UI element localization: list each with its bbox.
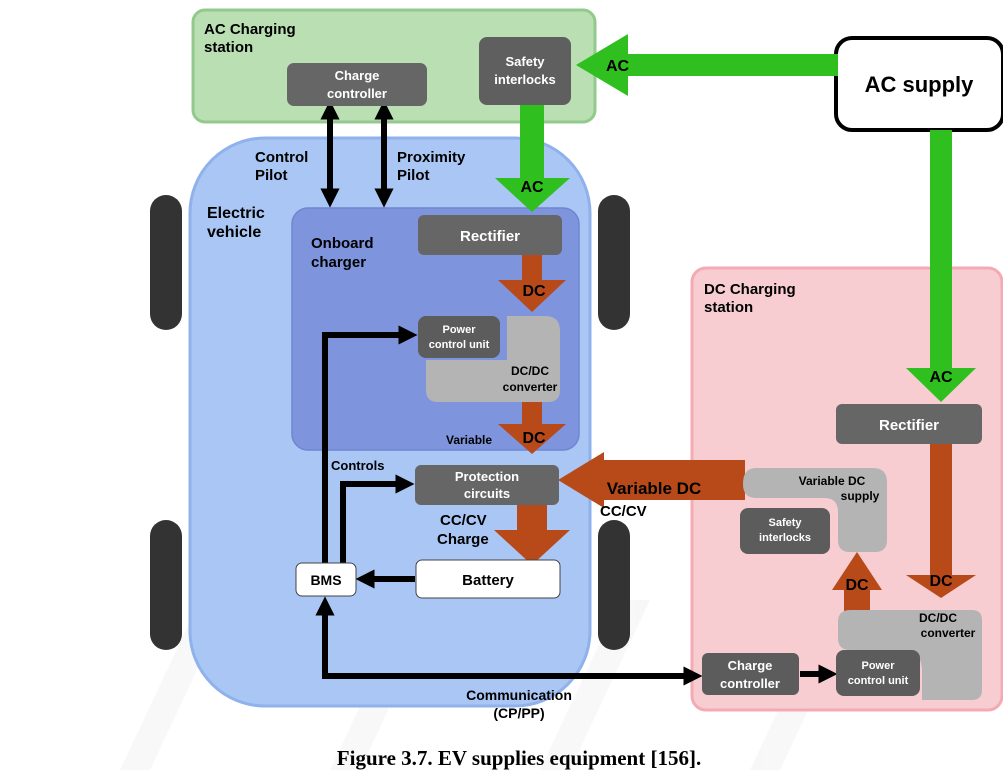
proximity-pilot-label-2: Pilot xyxy=(397,167,430,184)
dc-power-control-unit-box xyxy=(836,650,920,696)
onboard-power-control-unit-box xyxy=(418,316,500,358)
cccv-station-label: CC/CV xyxy=(600,503,647,520)
dc-pcu-label-2: control unit xyxy=(848,675,909,687)
onboard-pcu-label-2: control unit xyxy=(429,339,490,351)
dc-safety-interlocks-box xyxy=(740,508,830,554)
ac-charge-controller-label: Charge xyxy=(335,68,380,83)
ac-supply-box xyxy=(834,36,1003,132)
ac-charge-controller-box xyxy=(287,63,427,106)
dc-pcu-label: Power xyxy=(861,660,895,672)
onboard-dcdc-converter-shape xyxy=(426,316,560,402)
communication-label-2: (CP/PP) xyxy=(493,705,544,721)
variable-prefix-label: Variable xyxy=(446,433,492,447)
dc-charge-controller-box xyxy=(702,653,799,695)
dc-charge-controller-label: Charge xyxy=(728,658,773,673)
ev-title-2: vehicle xyxy=(207,224,261,241)
dc-rectifier-box xyxy=(836,404,982,444)
battery-box xyxy=(415,559,561,599)
wheel-front-left xyxy=(150,195,182,330)
ac-safety-label-2: interlocks xyxy=(494,72,555,87)
control-pilot-label-2: Pilot xyxy=(255,167,288,184)
protection-label-2: circuits xyxy=(464,486,510,501)
dc-dcdc-converter-shape xyxy=(838,610,982,700)
ac-in-label: AC xyxy=(606,58,630,75)
cccv-charge-label-2: Charge xyxy=(437,531,489,548)
dc-flow-arrows xyxy=(494,254,976,612)
communication-label: Communication xyxy=(466,687,572,703)
dc-rect-label: DC xyxy=(522,283,546,300)
variable-dc-supply-shape xyxy=(743,468,887,552)
bms-box xyxy=(295,562,357,597)
dc-dcdc-label: DC/DC xyxy=(919,611,957,625)
proximity-pilot-label: Proximity xyxy=(397,149,466,166)
onboard-charger-title-2: charger xyxy=(311,254,366,271)
ac-station-title: AC Charging xyxy=(204,21,296,38)
bms-label: BMS xyxy=(310,572,341,588)
battery-label: Battery xyxy=(462,572,514,589)
variable-dc-station-label: Variable DC xyxy=(607,479,702,498)
dc-safety-label-2: interlocks xyxy=(759,532,811,544)
onboard-dcdc-label: DC/DC xyxy=(511,364,549,378)
ac-station-title-2: station xyxy=(204,39,253,56)
dc-station-title-2: station xyxy=(704,299,753,316)
wheel-rear-left xyxy=(150,520,182,650)
vdc-supply-label: Variable DC xyxy=(799,474,866,488)
onboard-charger-title: Onboard xyxy=(311,235,374,252)
onboard-rectifier-label: Rectifier xyxy=(460,228,520,245)
dc-charge-controller-label-2: controller xyxy=(720,676,780,691)
ac-charge-controller-label-2: controller xyxy=(327,86,387,101)
wheel-rear-right xyxy=(598,520,630,650)
variable-dc-onboard-label: DC xyxy=(522,430,546,447)
dc-dcdc-label-2: converter xyxy=(921,626,976,640)
onboard-rectifier-box xyxy=(418,215,562,255)
ac-safety-label: Safety xyxy=(505,54,545,69)
figure-caption: Figure 3.7. EV supplies equipment [156]. xyxy=(337,746,701,770)
cccv-charge-label: CC/CV xyxy=(440,512,487,529)
ac-dc-station-label: AC xyxy=(929,369,953,386)
control-pilot-label: Control xyxy=(255,149,308,166)
dc-rectifier-label: Rectifier xyxy=(879,417,939,434)
protection-label: Protection xyxy=(455,469,519,484)
dc-station-conv-label: DC xyxy=(845,577,869,594)
dc-safety-label: Safety xyxy=(768,517,802,529)
ac-safety-interlocks-box xyxy=(479,37,571,105)
control-lines xyxy=(315,100,838,686)
dc-station-rect-label: DC xyxy=(929,573,953,590)
ac-supply-label: AC supply xyxy=(865,72,975,97)
dc-station-title: DC Charging xyxy=(704,281,796,298)
onboard-pcu-label: Power xyxy=(442,324,476,336)
onboard-dcdc-label-2: converter xyxy=(503,380,558,394)
vdc-supply-label-2: supply xyxy=(841,489,880,503)
ac-down-label: AC xyxy=(520,179,544,196)
controls-label: Controls xyxy=(331,458,384,473)
wheel-front-right xyxy=(598,195,630,330)
ac-flow-arrows xyxy=(495,34,976,402)
protection-circuits-box xyxy=(415,465,559,505)
ev-title: Electric xyxy=(207,205,265,222)
